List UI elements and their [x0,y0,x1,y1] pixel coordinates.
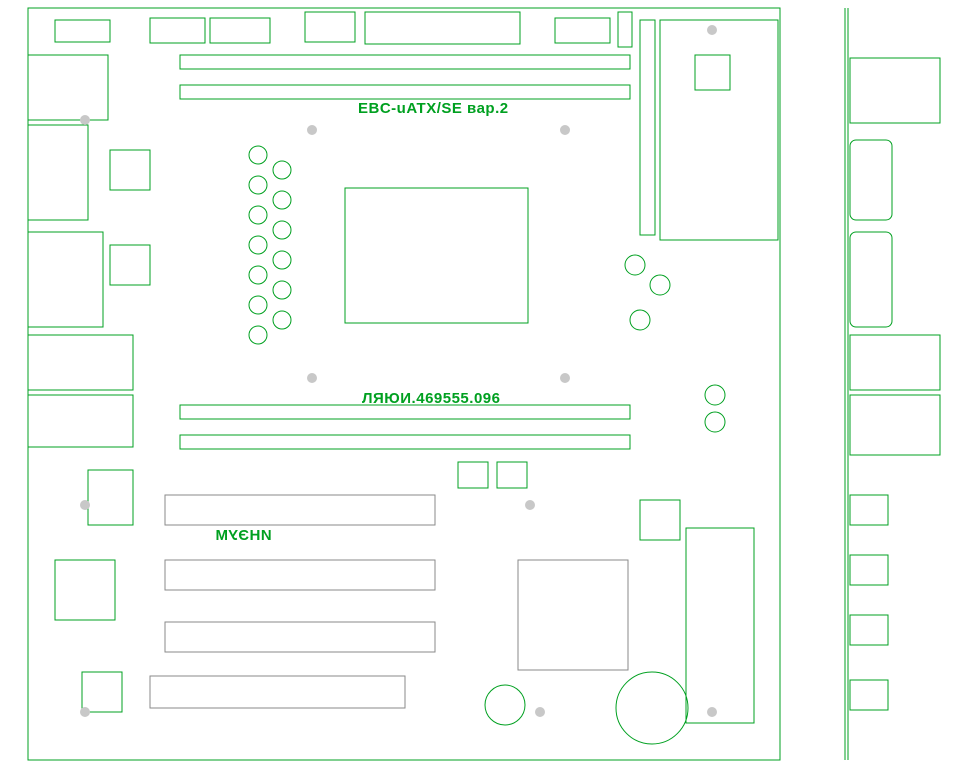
mount-hole-icon [80,115,90,125]
left-io-3 [27,231,104,328]
audio-jack-2 [849,554,889,586]
mount-hole-icon [535,707,545,717]
pcie-slot-x1 [164,621,436,653]
cpu-socket [344,187,529,324]
pcie-slot-x4 [164,559,436,591]
battery-icon [615,671,689,745]
dimm-slot-2 [179,84,631,100]
mount-hole-icon [80,707,90,717]
vga-port [849,231,893,328]
right-slot-vertical [639,19,656,236]
button-1 [457,461,489,489]
board-model-label: EBC-uATX/SE вар.2 [358,100,509,117]
chip-7 [639,499,681,541]
mount-hole-icon [307,373,317,383]
left-io-5 [27,394,134,448]
lan-port-1 [849,334,941,391]
chip-4 [54,559,116,621]
capacitor-icon [484,684,526,726]
atx-power-connector [364,11,521,45]
left-io-4 [27,334,134,391]
module-right [685,527,755,724]
dimm-slot-1 [179,54,631,70]
mount-hole-icon [525,500,535,510]
brand-label: ИНЭУМ [215,527,272,544]
board-designation-label: ЛЯЮИ.469555.096 [362,390,501,407]
header-top-5 [554,17,611,44]
mount-hole-icon [307,125,317,135]
audio-jack-4 [849,679,889,711]
left-io-2 [27,124,89,221]
pcie-slot-x16 [164,494,436,526]
dimm-slot-4 [179,434,631,450]
usb-stack [849,57,941,124]
header-top-1 [54,19,111,43]
vrm-capacitors [248,145,726,433]
button-2 [496,461,528,489]
audio-jack-3 [849,614,889,646]
mount-hole-icon [707,25,717,35]
header-top-3 [209,17,271,44]
audio-jack-1 [849,494,889,526]
chip-6 [694,54,731,91]
right-panel [659,19,779,241]
mount-hole-icon [707,707,717,717]
serial-port [849,139,893,221]
header-top-2 [149,17,206,44]
pci-slot [149,675,406,709]
left-io-1 [27,54,109,121]
header-top-4 [304,11,356,43]
chip-3 [87,469,134,526]
chip-1 [109,149,151,191]
chip-5 [81,671,123,713]
mount-hole-icon [80,500,90,510]
chipset [517,559,629,671]
mount-hole-icon [560,373,570,383]
pcb-outline [27,7,781,761]
mount-hole-icon [560,125,570,135]
dimm-slot-3 [179,404,631,420]
lan-port-2 [849,394,941,456]
chip-2 [109,244,151,286]
